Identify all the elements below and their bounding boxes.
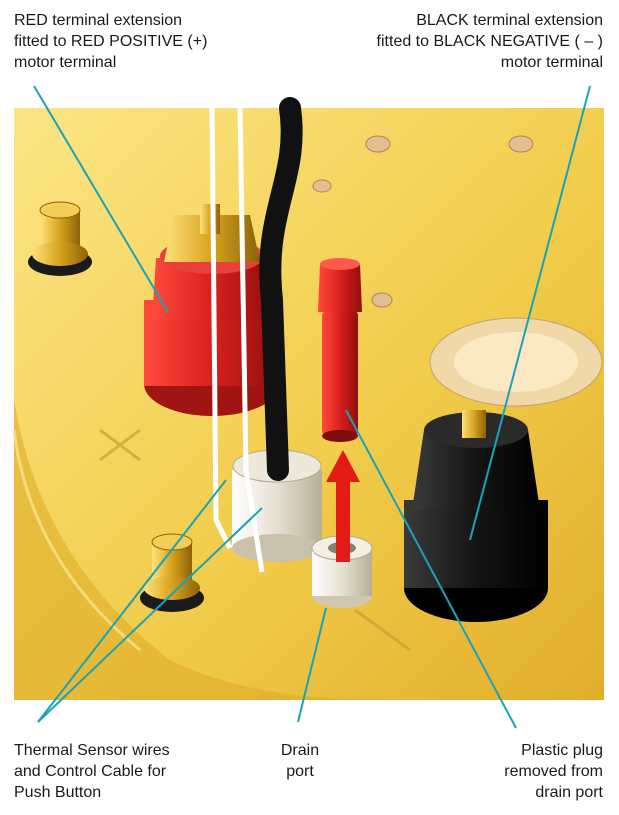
- label-thermal-sensor: Thermal Sensor wires and Control Cable f…: [14, 740, 234, 803]
- screw: [372, 293, 392, 307]
- screw: [313, 180, 331, 192]
- label-plastic-plug: Plastic plug removed from drain port: [403, 740, 603, 803]
- label-drain-port: Drain port: [250, 740, 350, 782]
- plastic-plug: [318, 258, 362, 442]
- label-red-terminal: RED terminal extension fitted to RED POS…: [14, 10, 314, 73]
- label-black-terminal: BLACK terminal extension fitted to BLACK…: [303, 10, 603, 73]
- screw: [366, 136, 390, 152]
- screw: [509, 136, 533, 152]
